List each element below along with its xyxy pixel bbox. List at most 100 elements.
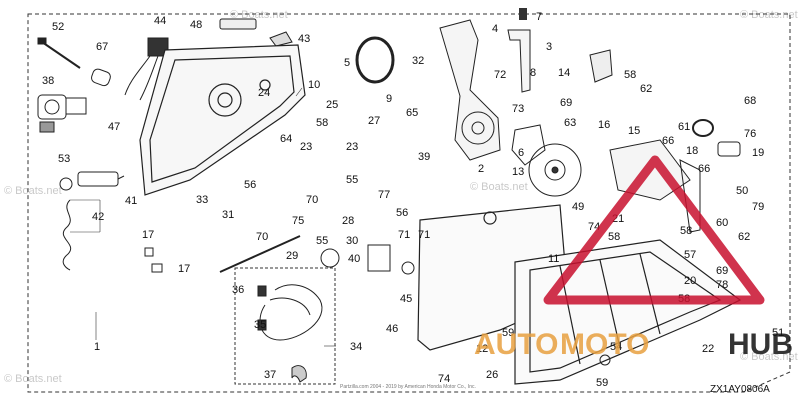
screw-icon [519,8,527,20]
callout-label: 63 [564,117,576,129]
callout-label: 18 [686,145,698,157]
callout-label: 39 [418,151,430,163]
watermark: © Boats.net [740,9,798,21]
callout-label: 9 [386,93,392,105]
callout-label: 47 [108,121,120,133]
watermark: © Boats.net [230,9,288,21]
callout-label: 46 [386,323,398,335]
callout-label: 29 [286,250,298,262]
callout-label: 58 [624,69,636,81]
callout-label: 25 [326,99,338,111]
callout-label: 8 [530,67,536,79]
connector-cap-icon [291,365,307,383]
callout-label: 33 [196,194,208,206]
callout-label: 20 [684,275,696,287]
callout-label: 45 [400,293,412,305]
diagram-code: ZX1AY0806A [710,384,770,395]
callout-label: 37 [264,369,276,381]
callout-label: 70 [306,194,318,206]
callout-group: 52 67 44 48 43 10 38 47 53 41 42 17 17 2… [42,11,784,389]
callout-label: 76 [744,128,756,140]
callout-label: 69 [560,97,572,109]
nut-icon [144,247,154,257]
bracket-icon [507,29,531,93]
callout-label: 40 [348,253,360,265]
callout-label: 34 [350,341,362,353]
callout-label: 15 [628,125,640,137]
callout-label: 32 [412,55,424,67]
cap-icon [717,141,741,157]
washer-icon [59,177,73,191]
callout-label: 6 [518,147,524,159]
callout-label: 4 [492,23,498,35]
callout-label: 13 [512,166,524,178]
harness-box [234,267,336,385]
watermark-group: © Boats.net © Boats.net © Boats.net © Bo… [4,9,798,385]
leader-lines [70,87,336,347]
callout-label: 41 [125,195,137,207]
callout-label: 66 [662,135,674,147]
callout-label: 48 [190,19,202,31]
callout-label: 62 [738,231,750,243]
callout-label: 72 [494,69,506,81]
callout-label: 27 [368,115,380,127]
callout-label: 19 [752,147,764,159]
callout-label: 24 [258,87,270,99]
cam-icon [511,124,546,166]
rod-icon [219,235,301,273]
callout-label: 16 [598,119,610,131]
grip-icon [90,68,111,87]
callout-label: 65 [406,107,418,119]
callout-label: 56 [396,207,408,219]
neutral-switch-icon [320,244,415,275]
housing-cover-icon [139,44,306,196]
callout-label: 50 [736,185,748,197]
callout-label: 38 [42,75,54,87]
watermark: © Boats.net [740,351,798,363]
gear-plate-icon [528,143,582,197]
grommet-icon [692,119,714,137]
callout-label: 43 [298,33,310,45]
callout-label: 53 [58,153,70,165]
callout-label: 23 [300,141,312,153]
callout-label: 71 [398,229,410,241]
callout-label: 31 [222,209,234,221]
assembly-frame [27,13,791,393]
ignition-switch-icon [37,94,87,133]
callout-label: 73 [512,103,524,115]
ring-icon [355,36,395,84]
callout-label: 7 [536,11,542,23]
callout-label: 28 [342,215,354,227]
callout-label: 75 [292,215,304,227]
callout-label: 36 [232,284,244,296]
callout-label: 12 [476,343,488,355]
callout-label: 17 [178,263,190,275]
callout-label: 23 [346,141,358,153]
callout-label: 26 [486,369,498,381]
clip-icon [269,31,293,47]
callout-label: 30 [346,235,358,247]
callout-label: 68 [744,95,756,107]
plate-icon [589,49,613,83]
callout-label: 69 [716,265,728,277]
callout-label: 61 [678,121,690,133]
callout-label: 74 [438,373,450,385]
nut-icon [599,354,611,366]
brand-middle: MOTO [560,328,649,361]
callout-label: 52 [52,21,64,33]
callout-label: 79 [752,201,764,213]
callout-label: 59 [502,327,514,339]
callout-label: 1 [94,341,100,353]
callout-label: 51 [772,327,784,339]
callout-label: 70 [256,231,268,243]
clip-icon [151,263,163,273]
callout-label: 44 [154,15,166,27]
callout-label: 2 [478,163,484,175]
lever-arm-icon [439,19,501,161]
watermark: © Boats.net [470,181,528,193]
callout-label: 57 [684,249,696,261]
callout-label: 77 [378,189,390,201]
wiring-harness-icon [257,284,323,341]
callout-label: 22 [702,343,714,355]
copyright-text: Partzilla.com 2004 - 2019 by American Ho… [340,384,476,390]
